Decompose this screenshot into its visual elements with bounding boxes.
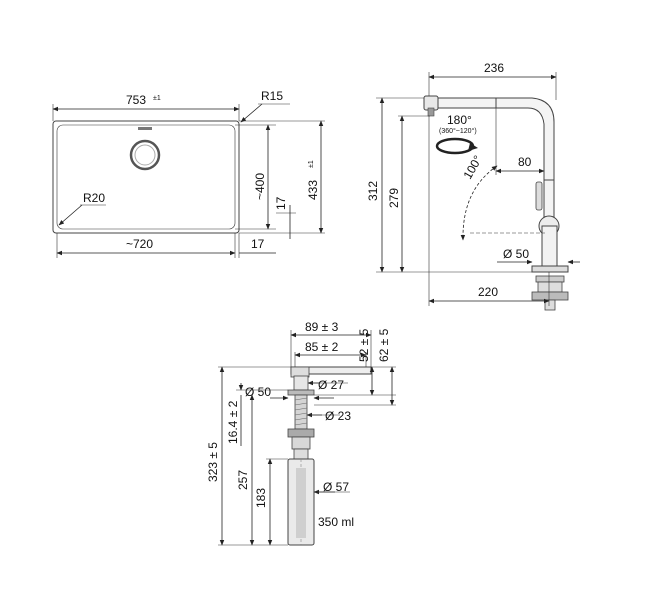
sink-depth-tolerance: ±1 bbox=[308, 160, 315, 168]
faucet-reach-label: 236 bbox=[484, 61, 504, 75]
dispenser-volume-label: 350 ml bbox=[318, 515, 354, 529]
faucet-rotation-label: 180° bbox=[447, 113, 472, 127]
dispenser-bottle-height-label: 183 bbox=[254, 488, 268, 508]
sink-bowl-outline bbox=[56, 124, 236, 230]
dispenser-shaft-diameter-label: Ø 23 bbox=[325, 409, 351, 423]
sink-drawing: 753 ±1 R15 R20 ~720 17 ~400 433 ±1 17 bbox=[52, 89, 325, 258]
sink-outer-outline bbox=[52, 120, 240, 234]
faucet-swing-label: 100° bbox=[460, 153, 485, 182]
dispenser-head-length-label: 89 ± 3 bbox=[305, 320, 339, 334]
sink-width-label: 753 bbox=[126, 93, 146, 107]
dispenser-height-top-outer-label: 62 ± 5 bbox=[377, 328, 391, 362]
faucet-base-diameter-label: Ø 50 bbox=[503, 247, 529, 261]
faucet-rotation-range: (360°~120°) bbox=[439, 127, 477, 135]
faucet-drawing: 180° (360°~120°) 100° 236 80 312 279 Ø 5… bbox=[366, 61, 580, 311]
dispenser-collar bbox=[293, 375, 309, 391]
faucet-body bbox=[541, 225, 558, 267]
sink-side-offset-label: 17 bbox=[251, 237, 265, 251]
faucet-base-plate bbox=[531, 265, 569, 273]
faucet-mount-nut bbox=[531, 291, 569, 301]
dispenser-total-height-label: 323 ± 5 bbox=[206, 442, 220, 482]
faucet-lever bbox=[535, 181, 543, 211]
faucet-spout-height-label: 279 bbox=[387, 188, 401, 208]
dispenser-flange bbox=[287, 389, 315, 396]
sink-depth-label: 433 bbox=[306, 180, 320, 200]
sink-bowl-depth-label: ~400 bbox=[253, 173, 267, 200]
dispenser-flange-diameter-label: Ø 50 bbox=[245, 385, 271, 399]
dispenser-drawing: 89 ± 3 85 ± 2 52 ± 5 62 ± 5 Ø 27 Ø 50 Ø … bbox=[206, 320, 396, 546]
dispenser-nut bbox=[287, 428, 315, 438]
faucet-total-height-label: 312 bbox=[366, 181, 380, 201]
dispenser-under-height-label: 257 bbox=[236, 470, 250, 490]
sink-radius-outer: R15 bbox=[261, 89, 283, 103]
faucet-swing-arc bbox=[460, 165, 498, 241]
dispenser-collar-diameter-label: Ø 27 bbox=[318, 378, 344, 392]
sink-radius-inner: R20 bbox=[83, 191, 105, 205]
dispenser-flange-height-label: 16.4 ± 2 bbox=[226, 400, 240, 444]
dispenser-bottle-diameter-label: Ø 57 bbox=[323, 480, 349, 494]
dispenser-head-inner-label: 85 ± 2 bbox=[305, 340, 339, 354]
dispenser-height-top-label: 52 ± 5 bbox=[357, 328, 371, 362]
faucet-spout-offset-label: 80 bbox=[518, 155, 532, 169]
sink-overflow bbox=[138, 127, 152, 130]
sink-width-tolerance: ±1 bbox=[153, 95, 161, 102]
sink-bowl-width-label: ~720 bbox=[126, 237, 153, 251]
faucet-spray-head bbox=[427, 107, 435, 117]
sink-bottom-offset-label: 17 bbox=[274, 196, 288, 210]
faucet-base-reach-label: 220 bbox=[478, 285, 498, 299]
faucet-rotation-arrow bbox=[435, 137, 475, 155]
sink-drain bbox=[129, 139, 161, 171]
